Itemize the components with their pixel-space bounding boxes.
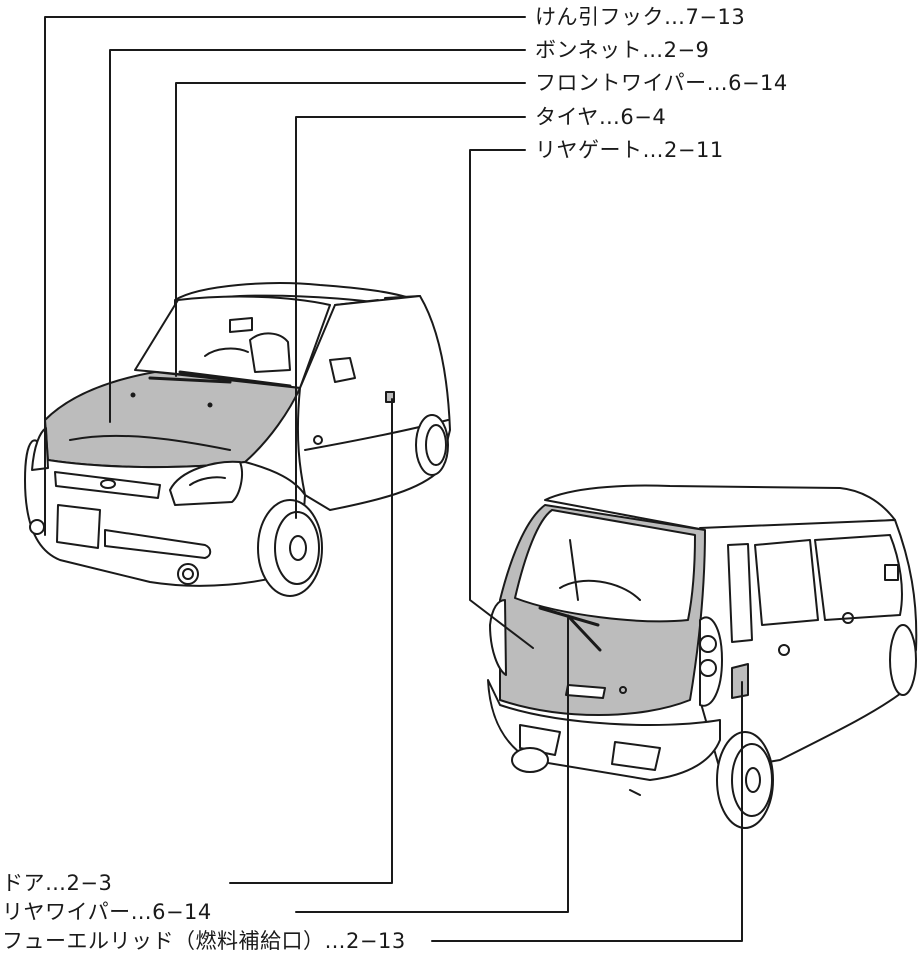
label-bonnet: ボンネット…2−9 xyxy=(535,38,710,62)
leader-bonnet xyxy=(109,49,526,423)
leader-tow-hook xyxy=(44,16,526,536)
leader-rear-wiper xyxy=(295,617,569,913)
label-front-wiper: フロントワイパー…6−14 xyxy=(535,71,788,95)
leader-fuel-lid xyxy=(431,681,743,942)
label-fuel-lid: フューエルリッド（燃料補給口）…2−13 xyxy=(2,929,406,953)
rear-car-illustration xyxy=(487,484,918,829)
leader-tire xyxy=(295,116,526,519)
label-tow-hook: けん引フック…7−13 xyxy=(535,5,746,29)
front-car-illustration xyxy=(24,282,451,597)
leader-rear-gate xyxy=(469,149,534,649)
label-tire: タイヤ…6−4 xyxy=(535,105,667,129)
label-rear-gate: リヤゲート…2−11 xyxy=(535,138,724,162)
leader-door xyxy=(229,398,393,884)
leader-front-wiper xyxy=(175,82,526,377)
bonnet-highlight xyxy=(44,371,301,469)
label-rear-wiper: リヤワイパー…6−14 xyxy=(2,900,212,924)
label-door: ドア…2−3 xyxy=(2,871,113,895)
